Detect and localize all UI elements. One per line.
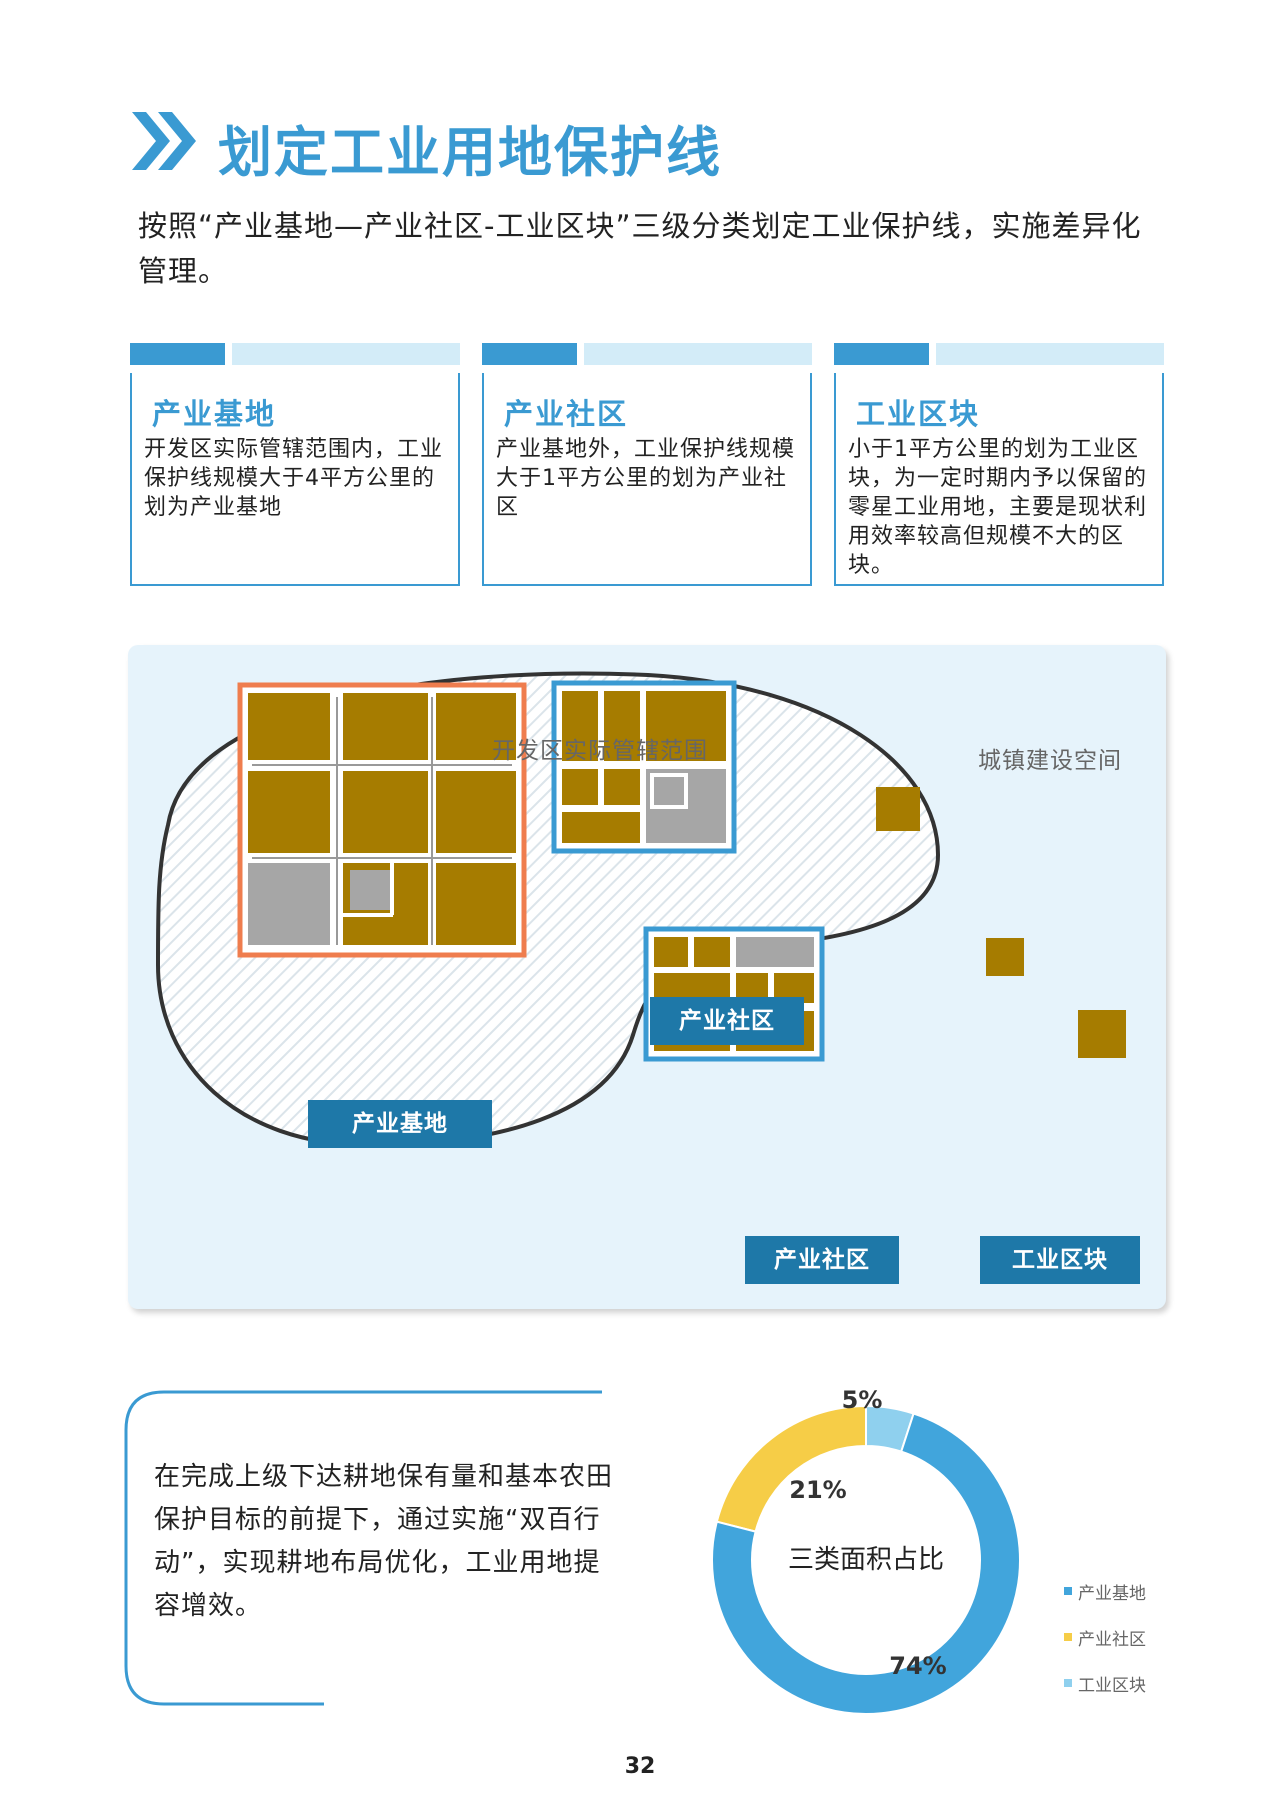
intro-paragraph: 按照“产业基地—产业社区-工业区块”三级分类划定工业保护线，实施差异化管理。 [138, 209, 1142, 288]
donut-value-label: 5% [842, 1390, 883, 1414]
chart-legend: 产业基地 产业社区 工业区块 [1064, 1568, 1146, 1706]
legend-label: 产业社区 [1078, 1629, 1146, 1650]
card-industrial-block: 工业区块 小于1平方公里的划为工业区块，为一定时期内予以保留的零星工业用地，主要… [834, 343, 1164, 590]
area-share-donut-chart: 三类面积占比 74% 21% 5% [711, 1390, 1021, 1715]
development-zone-label: 开发区实际管辖范围 [492, 738, 708, 764]
card-title: 产业基地 [152, 397, 277, 431]
double-chevron-icon [132, 112, 196, 170]
card-description: 产业基地外，工业保护线规模大于1平方公里的划为产业社区 [496, 437, 796, 520]
card-bar-light [232, 343, 460, 365]
legend-label: 工业区块 [1078, 1675, 1146, 1696]
label-industrial-community: 产业社区 [650, 997, 804, 1045]
legend-swatch [1064, 1587, 1072, 1595]
label-industrial-community: 产业社区 [745, 1236, 899, 1284]
card-industrial-base: 产业基地 开发区实际管辖范围内，工业保护线规模大于4平方公里的划为产业基地 [130, 343, 460, 590]
card-title: 产业社区 [504, 397, 629, 431]
legend-label: 产业基地 [1078, 1583, 1146, 1604]
card-title: 工业区块 [856, 397, 981, 431]
zoning-diagram: 开发区实际管辖范围 城镇建设空间 产业基地 产业社区 产业社区 工业区块 [128, 645, 1166, 1309]
donut-slice [715, 1404, 867, 1533]
card-bar-dark [834, 343, 929, 365]
label-industrial-base: 产业基地 [308, 1100, 492, 1148]
page-title: 划定工业用地保护线 [218, 121, 722, 184]
legend-swatch [1064, 1679, 1072, 1687]
page-number: 32 [624, 1754, 656, 1779]
card-box [482, 373, 812, 586]
card-box [834, 373, 1164, 586]
card-industrial-community: 产业社区 产业基地外，工业保护线规模大于1平方公里的划为产业社区 [482, 343, 812, 590]
card-box [130, 373, 460, 586]
callout-frame [124, 1390, 602, 1706]
industrial-community-1-group [551, 680, 737, 854]
callout-text: 在完成上级下达耕地保有量和基本农田保护目标的前提下，通过实施“双百行动”，实现耕… [154, 1462, 614, 1621]
industrial-block [1078, 1010, 1126, 1058]
urban-space-label: 城镇建设空间 [978, 748, 1122, 774]
label-industrial-block: 工业区块 [980, 1236, 1140, 1284]
legend-swatch [1064, 1633, 1072, 1641]
donut-value-label: 21% [789, 1476, 846, 1504]
donut-slice [711, 1412, 1021, 1715]
legend-item: 工业区块 [1064, 1660, 1146, 1706]
industrial-block [986, 938, 1024, 976]
donut-value-label: 74% [889, 1652, 946, 1680]
card-description: 开发区实际管辖范围内，工业保护线规模大于4平方公里的划为产业基地 [144, 437, 444, 520]
industrial-block [876, 787, 920, 831]
card-bar-light [584, 343, 812, 365]
card-description: 小于1平方公里的划为工业区块，为一定时期内予以保留的零星工业用地，主要是现状利用… [848, 437, 1148, 578]
legend-item: 产业基地 [1064, 1568, 1146, 1614]
industrial-base-group [237, 682, 527, 958]
card-bar-light [936, 343, 1164, 365]
card-bar-dark [482, 343, 577, 365]
chart-title: 三类面积占比 [788, 1545, 944, 1575]
card-bar-dark [130, 343, 225, 365]
legend-item: 产业社区 [1064, 1614, 1146, 1660]
